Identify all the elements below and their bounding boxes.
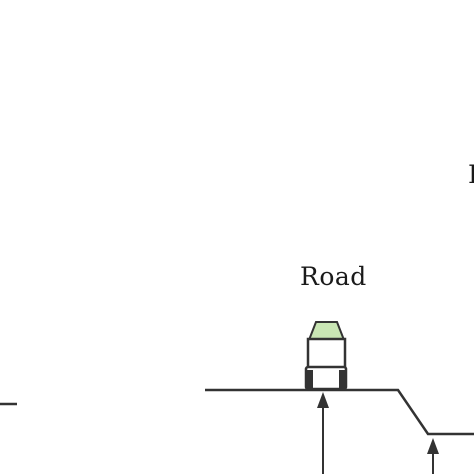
vehicle-body (306, 337, 347, 371)
road-label: Road (300, 262, 367, 291)
vehicle-roof (307, 321, 346, 341)
vehicle-wheel-left (306, 370, 313, 389)
up-arrow-icon (317, 392, 329, 474)
truck-icon (304, 321, 348, 391)
right-edge-label: I (468, 160, 474, 189)
vehicle-wheel-right (339, 370, 346, 389)
load-arrow-head (317, 392, 329, 408)
up-arrow-icon (427, 438, 439, 474)
road-surface-line (205, 388, 474, 436)
lower-arrow-head (427, 438, 439, 454)
